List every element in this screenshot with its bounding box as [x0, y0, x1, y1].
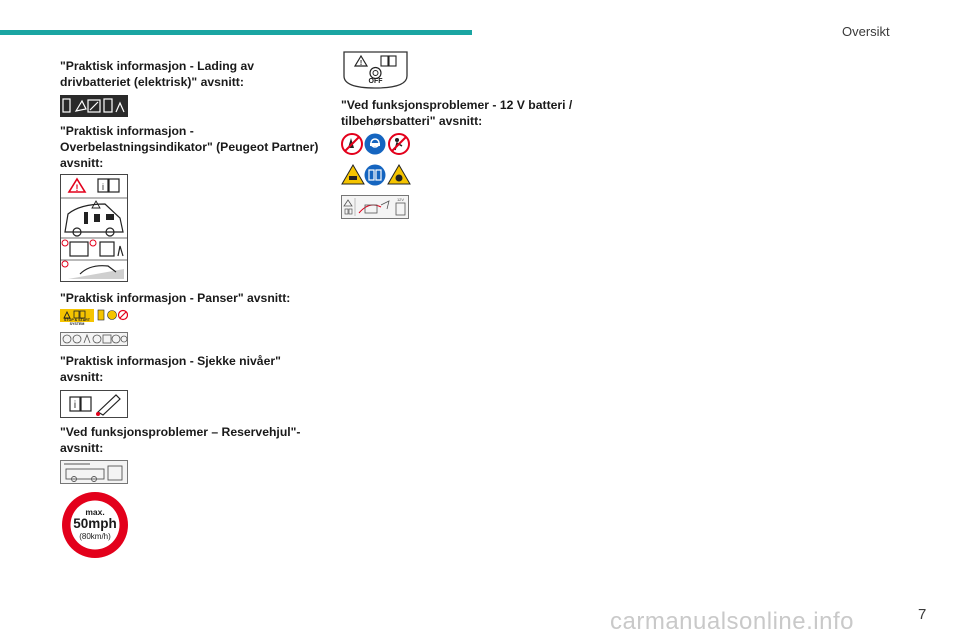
heading-spare-wheel: "Ved funksjonsproblemer – Reservehjul"-a… [60, 425, 301, 455]
spare-wheel-label-icon [60, 460, 128, 484]
speed-sign-main: 50mph [73, 516, 117, 531]
speed-sign-sub: (80km/h) [79, 532, 111, 541]
speed-limit-sign-icon [60, 490, 130, 560]
heading-battery-charging: "Praktisk informasjon - Lading av drivba… [60, 59, 255, 89]
stop-start-warning-label-icon [60, 309, 128, 322]
check-levels-label-icon: i [60, 390, 128, 418]
page-number: 7 [918, 606, 927, 623]
svg-text:!: ! [360, 60, 362, 67]
watermark-text: carmanualsonline.info [610, 608, 854, 635]
svg-text:!: ! [76, 183, 79, 193]
section-title: Oversikt [842, 24, 890, 39]
heading-bonnet: "Praktisk informasjon - Panser" avsnitt: [60, 291, 291, 305]
battery-info-label-icon: 12V [341, 195, 409, 219]
battery-prohibition-icons [341, 132, 411, 156]
heading-check-levels: "Praktisk informasjon - Sjekke nivåer" a… [60, 354, 281, 384]
engine-compartment-warnings-icon [60, 332, 128, 346]
svg-text:12V: 12V [397, 197, 404, 202]
svg-text:i: i [74, 400, 76, 411]
stop-start-label: STOP & START SYSTEM [64, 318, 90, 326]
charging-warning-label-icon [60, 95, 128, 117]
battery-hazard-icons [341, 163, 411, 187]
overload-warning-label-icon: ! i [60, 174, 128, 282]
switch-off-label: OFF [368, 78, 383, 85]
header-accent-bar [0, 30, 472, 35]
heading-12v-battery: "Ved funksjonsproblemer - 12 V batteri /… [341, 98, 573, 128]
warning-switch-off-label-icon: ! [341, 50, 410, 90]
svg-text:i: i [102, 182, 104, 192]
speed-sign-top: max. [85, 507, 105, 517]
heading-overload-indicator: "Praktisk informasjon - Overbelastningsi… [60, 124, 319, 170]
